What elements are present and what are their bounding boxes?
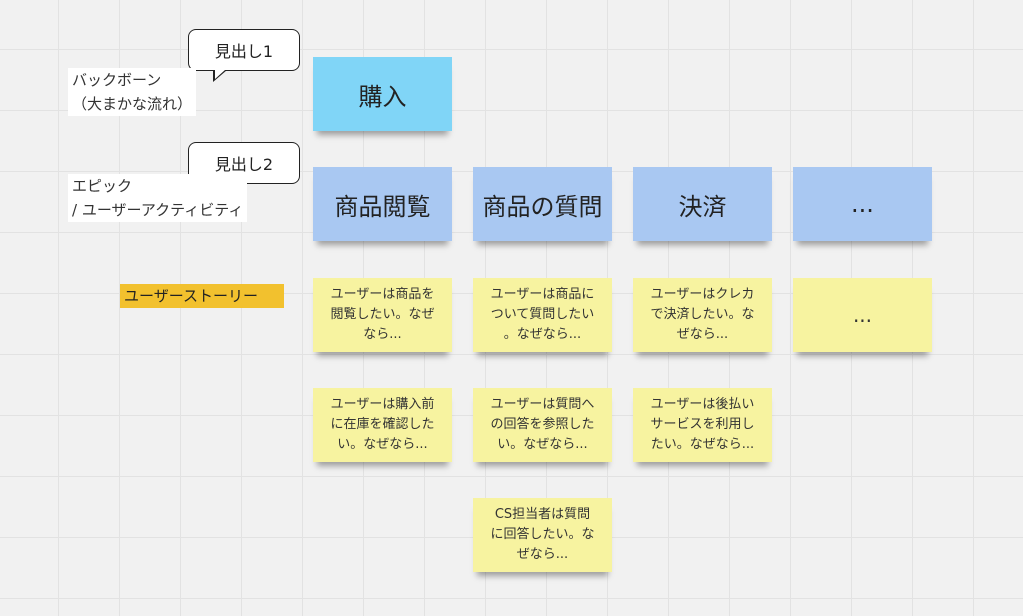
note-text: 決済 — [678, 192, 727, 221]
note-text: ... — [852, 303, 873, 327]
note-text: ユーザーは商品を 閲覧したい。なぜ なら... — [330, 287, 435, 342]
note-text: ユーザーは質問へ の回答を参照した い。なぜなら... — [490, 397, 595, 452]
sticky-epic[interactable]: 決済 — [633, 167, 772, 241]
heading-1-callout[interactable]: 見出し1 — [188, 29, 300, 82]
callout-text: 見出し1 — [214, 42, 274, 61]
sticky-story[interactable]: ユーザーは質問へ の回答を参照した い。なぜなら... — [473, 388, 612, 462]
note-text: ... — [851, 190, 874, 218]
callout-text: 見出し2 — [214, 155, 274, 174]
sticky-story[interactable]: ユーザーは商品を 閲覧したい。なぜ なら... — [313, 278, 452, 352]
epic-label[interactable]: エピック / ユーザーアクティビティ — [68, 174, 248, 222]
sticky-story[interactable]: ユーザーはクレカ で決済したい。な ぜなら... — [633, 278, 772, 352]
note-text: 商品の質問 — [482, 192, 603, 221]
note-text: ユーザーは後払い サービスを利用し たい。なぜなら... — [650, 397, 755, 452]
sticky-epic[interactable]: 商品閲覧 — [313, 167, 452, 241]
sticky-backbone-purchase[interactable]: 購入 — [313, 57, 452, 131]
note-text: ユーザーは商品に ついて質問したい 。なぜなら... — [490, 287, 595, 342]
sticky-story[interactable]: ユーザーは購入前 に在庫を確認した い。なぜなら... — [313, 388, 452, 462]
user-story-label[interactable]: ユーザーストーリー — [120, 284, 284, 308]
sticky-story[interactable]: ... — [793, 278, 932, 352]
note-text: ユーザーはクレカ で決済したい。な ぜなら... — [650, 287, 755, 342]
sticky-story[interactable]: ユーザーは商品に ついて質問したい 。なぜなら... — [473, 278, 612, 352]
note-text: 商品閲覧 — [334, 192, 431, 221]
sticky-epic[interactable]: 商品の質問 — [473, 167, 612, 241]
note-text: 購入 — [358, 82, 407, 111]
note-text: ユーザーは購入前 に在庫を確認した い。なぜなら... — [330, 397, 435, 452]
sticky-story[interactable]: CS担当者は質問 に回答したい。な ぜなら... — [473, 498, 612, 572]
backbone-label[interactable]: バックボーン （大まかな流れ） — [68, 68, 197, 116]
sticky-story[interactable]: ユーザーは後払い サービスを利用し たい。なぜなら... — [633, 388, 772, 462]
note-text: CS担当者は質問 に回答したい。な ぜなら... — [490, 507, 595, 562]
sticky-epic[interactable]: ... — [793, 167, 932, 241]
